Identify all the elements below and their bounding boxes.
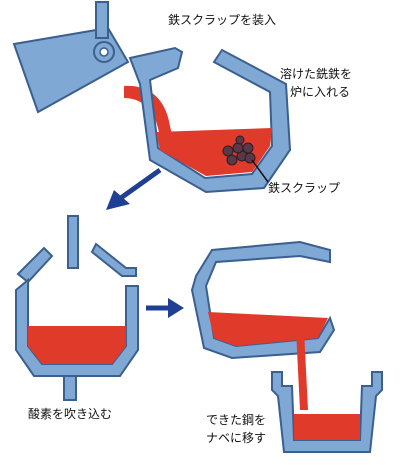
converter-base: [63, 375, 77, 401]
hood-right: [90, 242, 137, 277]
stage-charging: 鉄スクラップを装入 溶けた銑鉄を 炉に入れる 鉄スクラップ: [12, 1, 352, 195]
molten-bath-blowing: [28, 326, 126, 364]
pouring-ladle: [12, 26, 130, 114]
stage-tapping: できた鋼を ナベに移す: [190, 240, 383, 453]
label-pour-pig-iron-2: 炉に入れる: [290, 85, 350, 99]
receiving-ladle: [271, 371, 383, 453]
label-blow-oxygen: 酸素を吹き込む: [28, 406, 112, 421]
label-scrap: 鉄スクラップ: [268, 180, 340, 195]
ladle-hook-bar: [95, 1, 109, 39]
flow-arrow-2: [146, 298, 184, 318]
flow-arrow-1: [106, 167, 162, 210]
label-tap-steel-2: ナベに移す: [206, 431, 266, 445]
label-charge-scrap: 鉄スクラップを装入: [168, 12, 276, 27]
converter-charging: [128, 46, 292, 194]
label-pour-pig-iron-1: 溶けた銑鉄を: [280, 66, 352, 81]
label-tap-steel-1: できた鋼を: [206, 413, 266, 427]
oxygen-lance: [67, 215, 79, 269]
steel-in-ladle: [294, 414, 360, 440]
scrap-leader-line: [251, 159, 269, 183]
steel-stream: [296, 330, 308, 410]
hood-left: [16, 246, 54, 284]
stage-oxygen-blowing: 酸素を吹き込む: [15, 215, 139, 421]
